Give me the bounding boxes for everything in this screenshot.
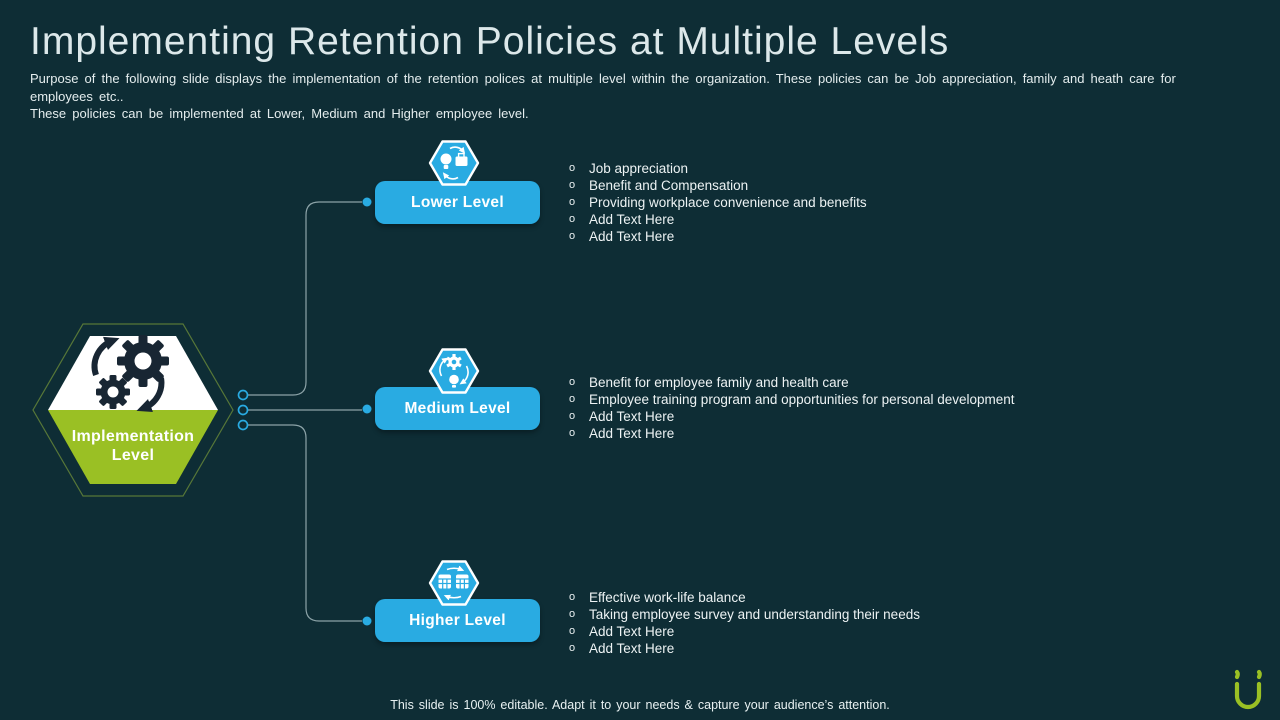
list-item: Add Text Here [568, 408, 1015, 425]
list-item: Providing workplace convenience and bene… [568, 194, 867, 211]
list-item: Taking employee survey and understanding… [568, 606, 920, 623]
brand-logo [1234, 669, 1262, 710]
higher-level-box: Higher Level [375, 599, 540, 642]
list-item: Add Text Here [568, 211, 867, 228]
editable-note: This slide is 100% editable. Adapt it to… [390, 698, 890, 712]
hexagon-outline [32, 323, 234, 497]
gear-bulb-cycle-icon [428, 348, 480, 394]
lower-level-box: Lower Level [375, 181, 540, 224]
list-item: Add Text Here [568, 425, 1015, 442]
medium-level-list: Benefit for employee family and health c… [568, 374, 1015, 442]
process-gears-icon [91, 335, 169, 413]
description-line-1: Purpose of the following slide displays … [30, 71, 1176, 104]
list-item: Add Text Here [568, 623, 920, 640]
lower-level-label: Lower Level [411, 193, 504, 211]
page-title: Implementing Retention Policies at Multi… [30, 20, 950, 63]
slide-description: Purpose of the following slide displays … [30, 70, 1230, 123]
implementation-hexagon [32, 323, 234, 497]
medium-level-box: Medium Level [375, 387, 540, 430]
list-item: Employee training program and opportunit… [568, 391, 1015, 408]
higher-level-label: Higher Level [409, 611, 506, 629]
bulb-briefcase-exchange-icon [428, 140, 480, 186]
survey-exchange-icon [428, 560, 480, 606]
list-item: Add Text Here [568, 640, 920, 657]
list-item: Benefit for employee family and health c… [568, 374, 1015, 391]
connector-lines [248, 201, 362, 622]
connector-ports [237, 197, 372, 626]
description-line-2: These policies can be implemented at Low… [30, 106, 529, 121]
hexagon-bottom-green [48, 410, 218, 484]
medium-level-label: Medium Level [404, 399, 511, 417]
connector-to-lower [248, 201, 362, 396]
list-item: Effective work-life balance [568, 589, 920, 606]
list-item: Job appreciation [568, 160, 867, 177]
implementation-level-label: Implementation Level [71, 428, 195, 464]
higher-level-list: Effective work-life balance Taking emplo… [568, 589, 920, 657]
list-item: Add Text Here [568, 228, 867, 245]
list-item: Benefit and Compensation [568, 177, 867, 194]
lower-level-list: Job appreciation Benefit and Compensatio… [568, 160, 867, 245]
connector-to-higher [248, 424, 362, 622]
